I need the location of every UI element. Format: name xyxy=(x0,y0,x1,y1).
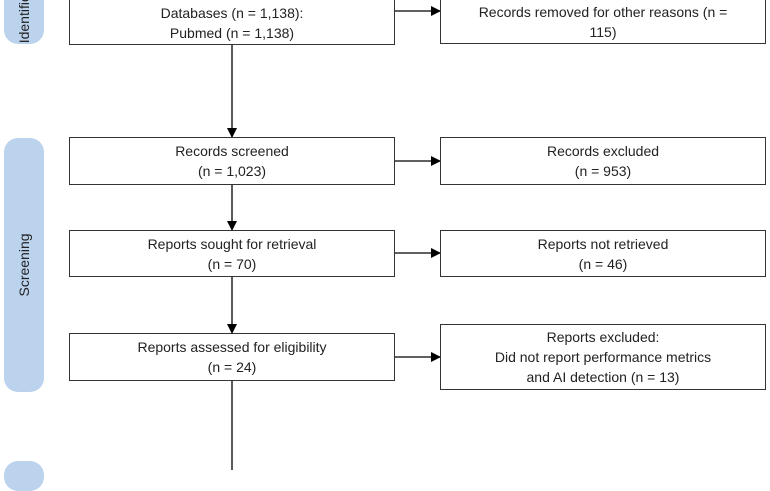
reports-excluded-line3: and AI detection (n = 13) xyxy=(526,369,680,385)
box-records-screened: Records screened (n = 1,023) xyxy=(69,137,395,185)
removed-line2: 115) xyxy=(589,24,617,40)
box-reports-not-retrieved: Reports not retrieved (n = 46) xyxy=(440,230,766,277)
reports-excluded-line1: Reports excluded: xyxy=(546,329,660,345)
databases-line2: Pubmed (n = 1,138) xyxy=(169,24,295,41)
box-reports-assessed: Reports assessed for eligibility (n = 24… xyxy=(69,333,395,381)
removed-line1: Records removed for other reasons (n = xyxy=(478,4,728,20)
assessed-line1: Reports assessed for eligibility xyxy=(137,339,327,355)
not-retrieved-line2: (n = 46) xyxy=(578,255,628,272)
sought-line1: Reports sought for retrieval xyxy=(147,235,317,252)
phase-bar-identification: Identification xyxy=(4,0,44,44)
box-reports-sought: Reports sought for retrieval (n = 70) xyxy=(69,230,395,277)
phase-bar-screening: Screening xyxy=(4,138,44,392)
screened-line1: Records screened xyxy=(175,143,289,159)
not-retrieved-line1: Reports not retrieved xyxy=(537,235,669,252)
databases-line1: Databases (n = 1,138): xyxy=(160,4,304,21)
excluded-line1: Records excluded xyxy=(546,143,660,159)
sought-line2: (n = 70) xyxy=(207,255,257,272)
flow-connectors xyxy=(227,6,441,470)
screened-line2: (n = 1,023) xyxy=(197,163,267,179)
excluded-line2: (n = 953) xyxy=(574,163,632,179)
assessed-line2: (n = 24) xyxy=(207,359,257,375)
box-records-removed: Records removed for other reasons (n = 1… xyxy=(440,0,766,44)
reports-excluded-line2: Did not report performance metrics xyxy=(494,349,712,365)
box-databases: Databases (n = 1,138): Pubmed (n = 1,138… xyxy=(69,0,395,45)
box-records-excluded: Records excluded (n = 953) xyxy=(440,137,766,185)
box-reports-excluded: Reports excluded: Did not report perform… xyxy=(440,324,766,390)
